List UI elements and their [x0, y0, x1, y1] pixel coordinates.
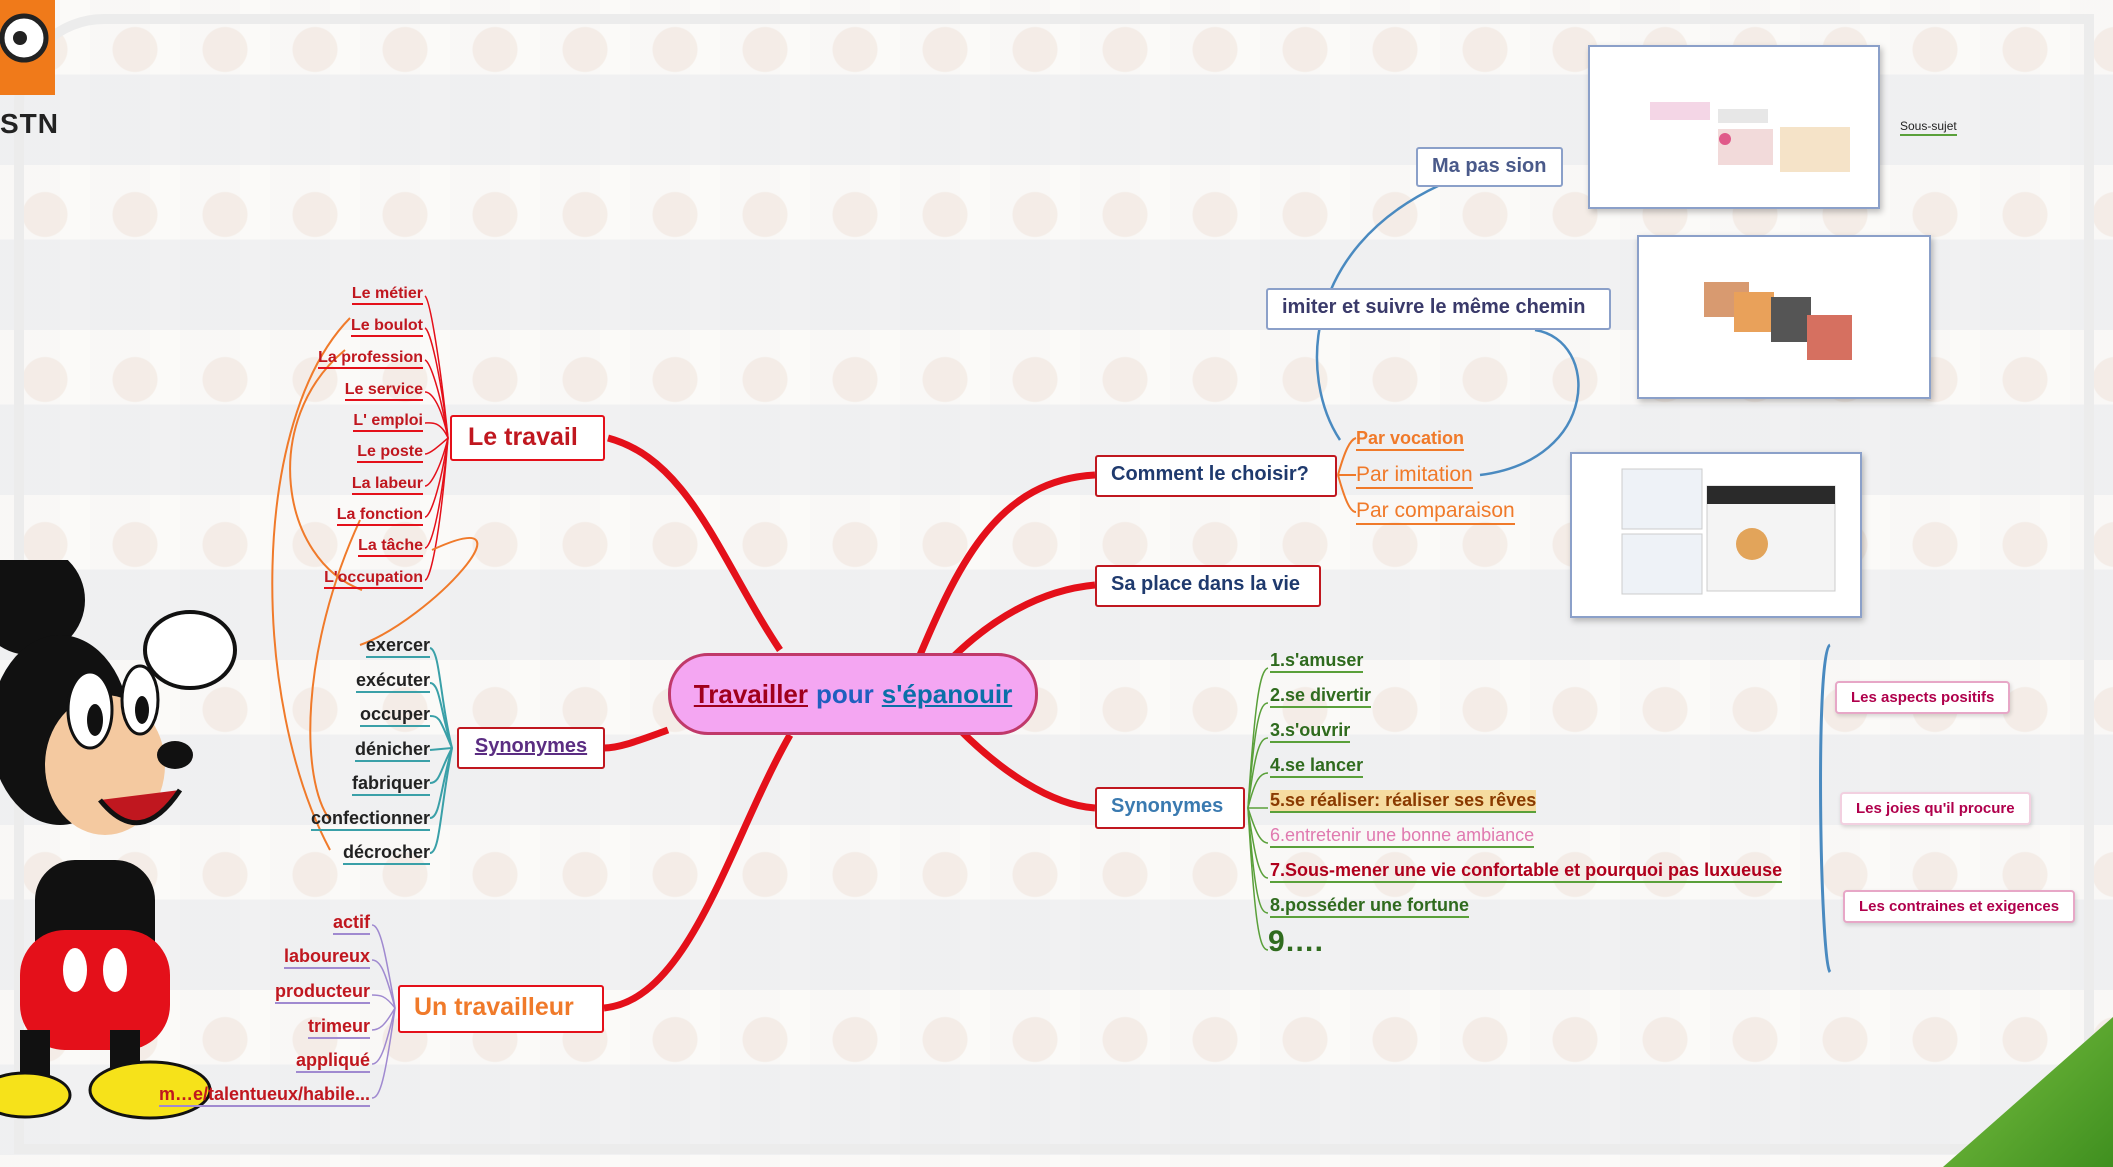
- synonymes-left-subbranches: [429, 647, 453, 854]
- subtopic-item[interactable]: Le boulot: [351, 317, 423, 337]
- branch-to-synonymes-left: [603, 726, 670, 752]
- cross-links: [271, 317, 479, 851]
- subtopic-item[interactable]: appliqué: [295, 1050, 370, 1073]
- topic-le-travail-label: Le travail: [468, 423, 578, 451]
- synonymes-right-subbranches: [1247, 667, 1269, 951]
- subtopic-item[interactable]: La profession: [318, 349, 423, 369]
- subtopic-item[interactable]: 9….: [1268, 925, 1324, 958]
- aspect-box-contraintes[interactable]: Les contraines et exigences: [1843, 890, 2076, 923]
- image-ma-passion-thumbnail[interactable]: [1588, 45, 1880, 209]
- image-imitation-thumbnail[interactable]: [1637, 235, 1931, 399]
- subtopic-item[interactable]: Le poste: [357, 443, 423, 463]
- subtopic-item[interactable]: La tâche: [358, 537, 423, 557]
- central-topic-part3: s'épanouir: [881, 678, 1013, 709]
- subtopic-item[interactable]: dénicher: [354, 739, 430, 762]
- subtopic-item[interactable]: 1.s'amuser: [1270, 650, 1364, 673]
- subtopic-item[interactable]: La fonction: [336, 506, 423, 526]
- subtopic-par-imitation[interactable]: Par imitation: [1356, 463, 1473, 489]
- topic-un-travailleur[interactable]: Un travailleur: [398, 985, 604, 1033]
- topic-comment-le-choisir[interactable]: Comment le choisir?: [1095, 455, 1337, 497]
- subtopic-item[interactable]: confectionner: [310, 808, 430, 831]
- subtopic-item[interactable]: exécuter: [355, 670, 430, 693]
- branch-to-choisir: [916, 471, 1096, 657]
- subtopic-item[interactable]: 2.se divertir: [1270, 685, 1372, 708]
- topic-un-travailleur-label: Un travailleur: [414, 993, 574, 1021]
- branch-to-le-travail: [607, 434, 783, 652]
- topic-synonymes-left-label: Synonymes: [474, 735, 588, 757]
- subtopic-item[interactable]: 7.Sous-mener une vie confortable et pour…: [1270, 860, 1783, 883]
- subtopic-item[interactable]: producteur: [274, 981, 370, 1004]
- topic-synonymes-right[interactable]: Synonymes: [1095, 787, 1245, 829]
- central-topic-part1: Travailler: [693, 678, 808, 709]
- subtopic-item[interactable]: 3.s'ouvrir: [1270, 720, 1351, 743]
- subtopic-item[interactable]: exercer: [365, 635, 430, 658]
- subtopic-item[interactable]: actif: [332, 912, 370, 935]
- subtopic-par-vocation[interactable]: Par vocation: [1356, 428, 1465, 451]
- subtopic-item[interactable]: 4.se lancer: [1270, 755, 1364, 778]
- subtopic-item[interactable]: m…e/talentueux/habile...: [158, 1084, 370, 1107]
- subtopic-item[interactable]: laboureux: [283, 946, 370, 969]
- subtopic-item[interactable]: trimeur: [307, 1016, 370, 1039]
- choisir-subbranches: [1337, 437, 1357, 513]
- subtopic-item[interactable]: 5.se réaliser: réaliser ses rêves: [1270, 790, 1537, 813]
- logo-text: STN: [0, 108, 59, 139]
- aspect-box-positifs[interactable]: Les aspects positifs: [1835, 681, 2011, 714]
- branch-to-travailleur: [603, 733, 794, 1012]
- subtopic-sous-sujet[interactable]: Sous-sujet: [1900, 119, 1957, 136]
- central-topic-part2: pour: [816, 678, 874, 709]
- subtopic-item[interactable]: 6.entretenir une bonne ambiance: [1270, 825, 1535, 848]
- topic-sa-place-dans-la-vie[interactable]: Sa place dans la vie: [1095, 565, 1321, 607]
- topic-imiter[interactable]: imiter et suivre le même chemin: [1266, 288, 1611, 330]
- subtopic-par-comparaison[interactable]: Par comparaison: [1356, 499, 1515, 525]
- topic-synonymes-left[interactable]: Synonymes: [457, 727, 605, 769]
- cartoon-mouse-illustration: [0, 545, 250, 1120]
- branch-to-synonymes-right: [957, 727, 1096, 812]
- aspects-bracket: [1819, 643, 1832, 973]
- subtopic-item[interactable]: Le service: [344, 381, 423, 401]
- travailleur-subbranches: [371, 924, 396, 1099]
- topic-ma-passion[interactable]: Ma pas sion: [1416, 147, 1563, 187]
- topic-comment-le-choisir-label: Comment le choisir?: [1111, 463, 1309, 485]
- subtopic-item[interactable]: L'occupation: [324, 569, 423, 589]
- subtopic-item[interactable]: La labeur: [351, 475, 423, 495]
- branch-to-place: [947, 581, 1096, 663]
- central-topic[interactable]: Travailler pour s'épanouir: [668, 653, 1038, 735]
- subtopic-item[interactable]: décrocher: [342, 842, 430, 865]
- stn-logo: STN: [0, 0, 70, 150]
- le-travail-subbranches: [424, 295, 449, 581]
- subtopic-item[interactable]: L' emploi: [353, 412, 423, 432]
- subtopic-item[interactable]: occuper: [359, 704, 430, 727]
- topic-le-travail[interactable]: Le travail: [450, 415, 605, 461]
- aspect-box-joies[interactable]: Les joies qu'il procure: [1840, 792, 2031, 825]
- subtopic-item[interactable]: Le métier: [351, 285, 423, 305]
- subtopic-item[interactable]: 8.posséder une fortune: [1270, 895, 1470, 918]
- image-comparaison-thumbnail[interactable]: [1570, 452, 1862, 618]
- subtopic-item[interactable]: fabriquer: [351, 773, 430, 796]
